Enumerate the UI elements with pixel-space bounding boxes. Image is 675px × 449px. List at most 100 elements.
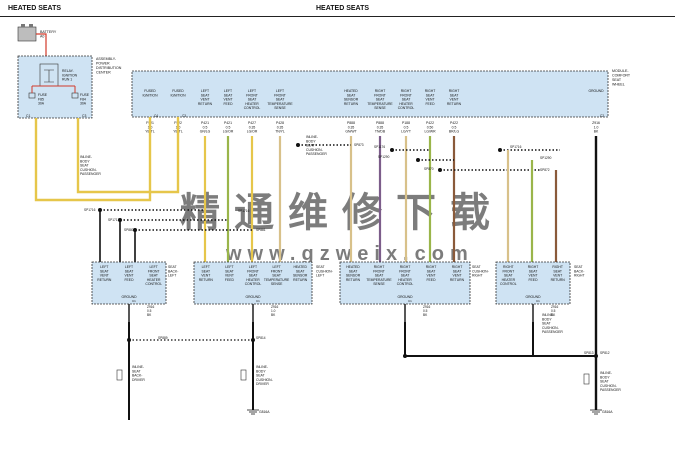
splice-label: SP872 <box>540 168 550 172</box>
seat-pin-label: SEAT <box>100 269 109 273</box>
wire-code-label: BR/LG <box>449 130 460 134</box>
wire-code-label: P422 <box>426 121 434 125</box>
module-pin-label: HEATER <box>245 102 259 106</box>
inline-connector-label: BODY <box>542 317 552 321</box>
splice-dot <box>403 354 407 358</box>
wire-code-label: P188 <box>402 121 410 125</box>
module-pin-label: LEFT <box>224 89 232 93</box>
seat-pin-label: VENT <box>100 274 109 278</box>
inline-connector-label: INLINE- <box>306 135 318 139</box>
seat-pin-label: VENT <box>553 274 562 278</box>
inline-connector-icon <box>583 373 590 385</box>
seat-pin-label: RIGHT <box>374 265 385 269</box>
battery-feed-wire <box>36 33 47 56</box>
module-label: SEAT <box>612 78 622 82</box>
center-title: HEATED SEATS <box>316 5 370 12</box>
pdc-connector: C3 <box>82 114 86 118</box>
wire-code-label: P888 <box>347 121 355 125</box>
seat-pin-label: HEATED <box>346 265 360 269</box>
seat-ground-label: GROUND <box>525 295 541 299</box>
seat-pin-label: TEMPERATURE <box>264 278 290 282</box>
wire-code-label: LG/OR <box>223 130 234 134</box>
splice-label: SP1716 <box>84 208 96 212</box>
inline-connector-label: BODY <box>600 375 610 379</box>
module-pin-label: FEED <box>425 102 435 106</box>
fused-ignition-wire <box>76 117 180 194</box>
seat-pin-label: SEAT <box>529 269 538 273</box>
module-pin-label: CONTROL <box>398 106 415 110</box>
wire-code-label: TN/YL <box>275 130 285 134</box>
fuse-right-label: 30A <box>80 102 87 106</box>
seat-pin-label: VENT <box>201 274 210 278</box>
wire-code-label: Z916 <box>592 121 600 125</box>
ground-wire-code: Z916 <box>551 305 558 309</box>
inline-connector-label: INLINE- <box>80 155 92 159</box>
seat-pin-label: FEED <box>225 278 235 282</box>
seat-pin-label: FEED <box>124 278 134 282</box>
module-pin-label: TEMPERATURE <box>267 102 293 106</box>
seat-module-name: CUSHION- <box>316 269 333 273</box>
seat-module-name: RIGHT <box>574 274 585 278</box>
seat-module-name: SEAT <box>316 265 325 269</box>
seat-pin-label: RETURN <box>293 278 308 282</box>
seat-pin-label: FRONT <box>502 269 514 273</box>
module-pin-label: RIGHT <box>425 89 436 93</box>
seat-connector: C1 <box>536 299 540 303</box>
seat-module-name: RIGHT <box>472 274 483 278</box>
seat-pin-label: CONTROL <box>145 282 162 286</box>
wire-code-label: P421 <box>201 121 209 125</box>
relay-label: RELAY- <box>62 69 74 73</box>
seat-cushion-left-module <box>193 261 313 305</box>
seat-pin-label: FRONT <box>373 269 385 273</box>
inline-connector-label: PASSENGER <box>80 172 101 176</box>
wire-code-label: 0.35 <box>277 125 284 129</box>
battery-icon <box>17 26 37 42</box>
splice-dot <box>498 148 502 152</box>
wire-code-label: 0.5 <box>452 125 457 129</box>
seat-ground-label: GROUND <box>397 295 413 299</box>
battery-terminal <box>29 24 33 27</box>
splice-label: SP880 <box>124 228 134 232</box>
seat-pin-label: SENSE <box>373 282 385 286</box>
inline-connector-label: BODY <box>80 159 90 163</box>
seat-pin-label: FRONT <box>247 269 259 273</box>
seat-pin-label: SENSE <box>271 282 283 286</box>
inline-connector-label: SEAT <box>306 144 315 148</box>
module-pin-label: HEATER <box>399 102 413 106</box>
seat-pin-label: SEAT <box>504 274 513 278</box>
module-pin-label: SEAT <box>426 93 435 97</box>
inline-connector-label: SEAT <box>80 164 89 168</box>
seat-pin-label: SEAT <box>149 274 158 278</box>
module-pin-label: RIGHT <box>449 89 460 93</box>
inline-connector-label: SEAT <box>256 374 265 378</box>
seat-pin-label: SEAT <box>453 269 462 273</box>
seat-module-name: SEAT <box>472 265 481 269</box>
splice-label: SP813 <box>584 351 594 355</box>
inline-connector-label: PASSENGER <box>306 152 327 156</box>
seat-connector: C1 <box>256 299 260 303</box>
splice-label: SP1290 <box>378 155 390 159</box>
module-pin-label: FUSED <box>172 89 184 93</box>
module-pin-label: FUSED <box>144 89 156 93</box>
seat-module-name: SEAT <box>168 265 177 269</box>
splice-label: SP812 <box>600 351 610 355</box>
relay-label: RUN 1 <box>62 78 72 82</box>
seat-pin-label: VENT <box>124 274 133 278</box>
module-pin-label: IGNITION <box>170 93 186 97</box>
pdc-label: POWER <box>96 62 110 66</box>
module-pin-label: SENSE <box>274 106 286 110</box>
wire-code-label: LG/OR <box>247 130 258 134</box>
seat-module-name: LEFT <box>316 274 324 278</box>
module-pin-label: FRONT <box>274 93 286 97</box>
ground-wire-code: Z916 <box>271 305 278 309</box>
seat-pin-label: HEATER <box>147 278 161 282</box>
module-pin-label: FRONT <box>374 93 386 97</box>
splice-label: SP1716 <box>510 145 522 149</box>
battery-label: A0 <box>40 35 44 39</box>
splice-dot <box>127 338 131 342</box>
seat-pin-label: SEAT <box>225 269 234 273</box>
inline-connector-label: SEAT <box>132 369 141 373</box>
module-pin-label: GROUND <box>588 89 604 93</box>
seat-pin-label: SEAT <box>553 269 562 273</box>
